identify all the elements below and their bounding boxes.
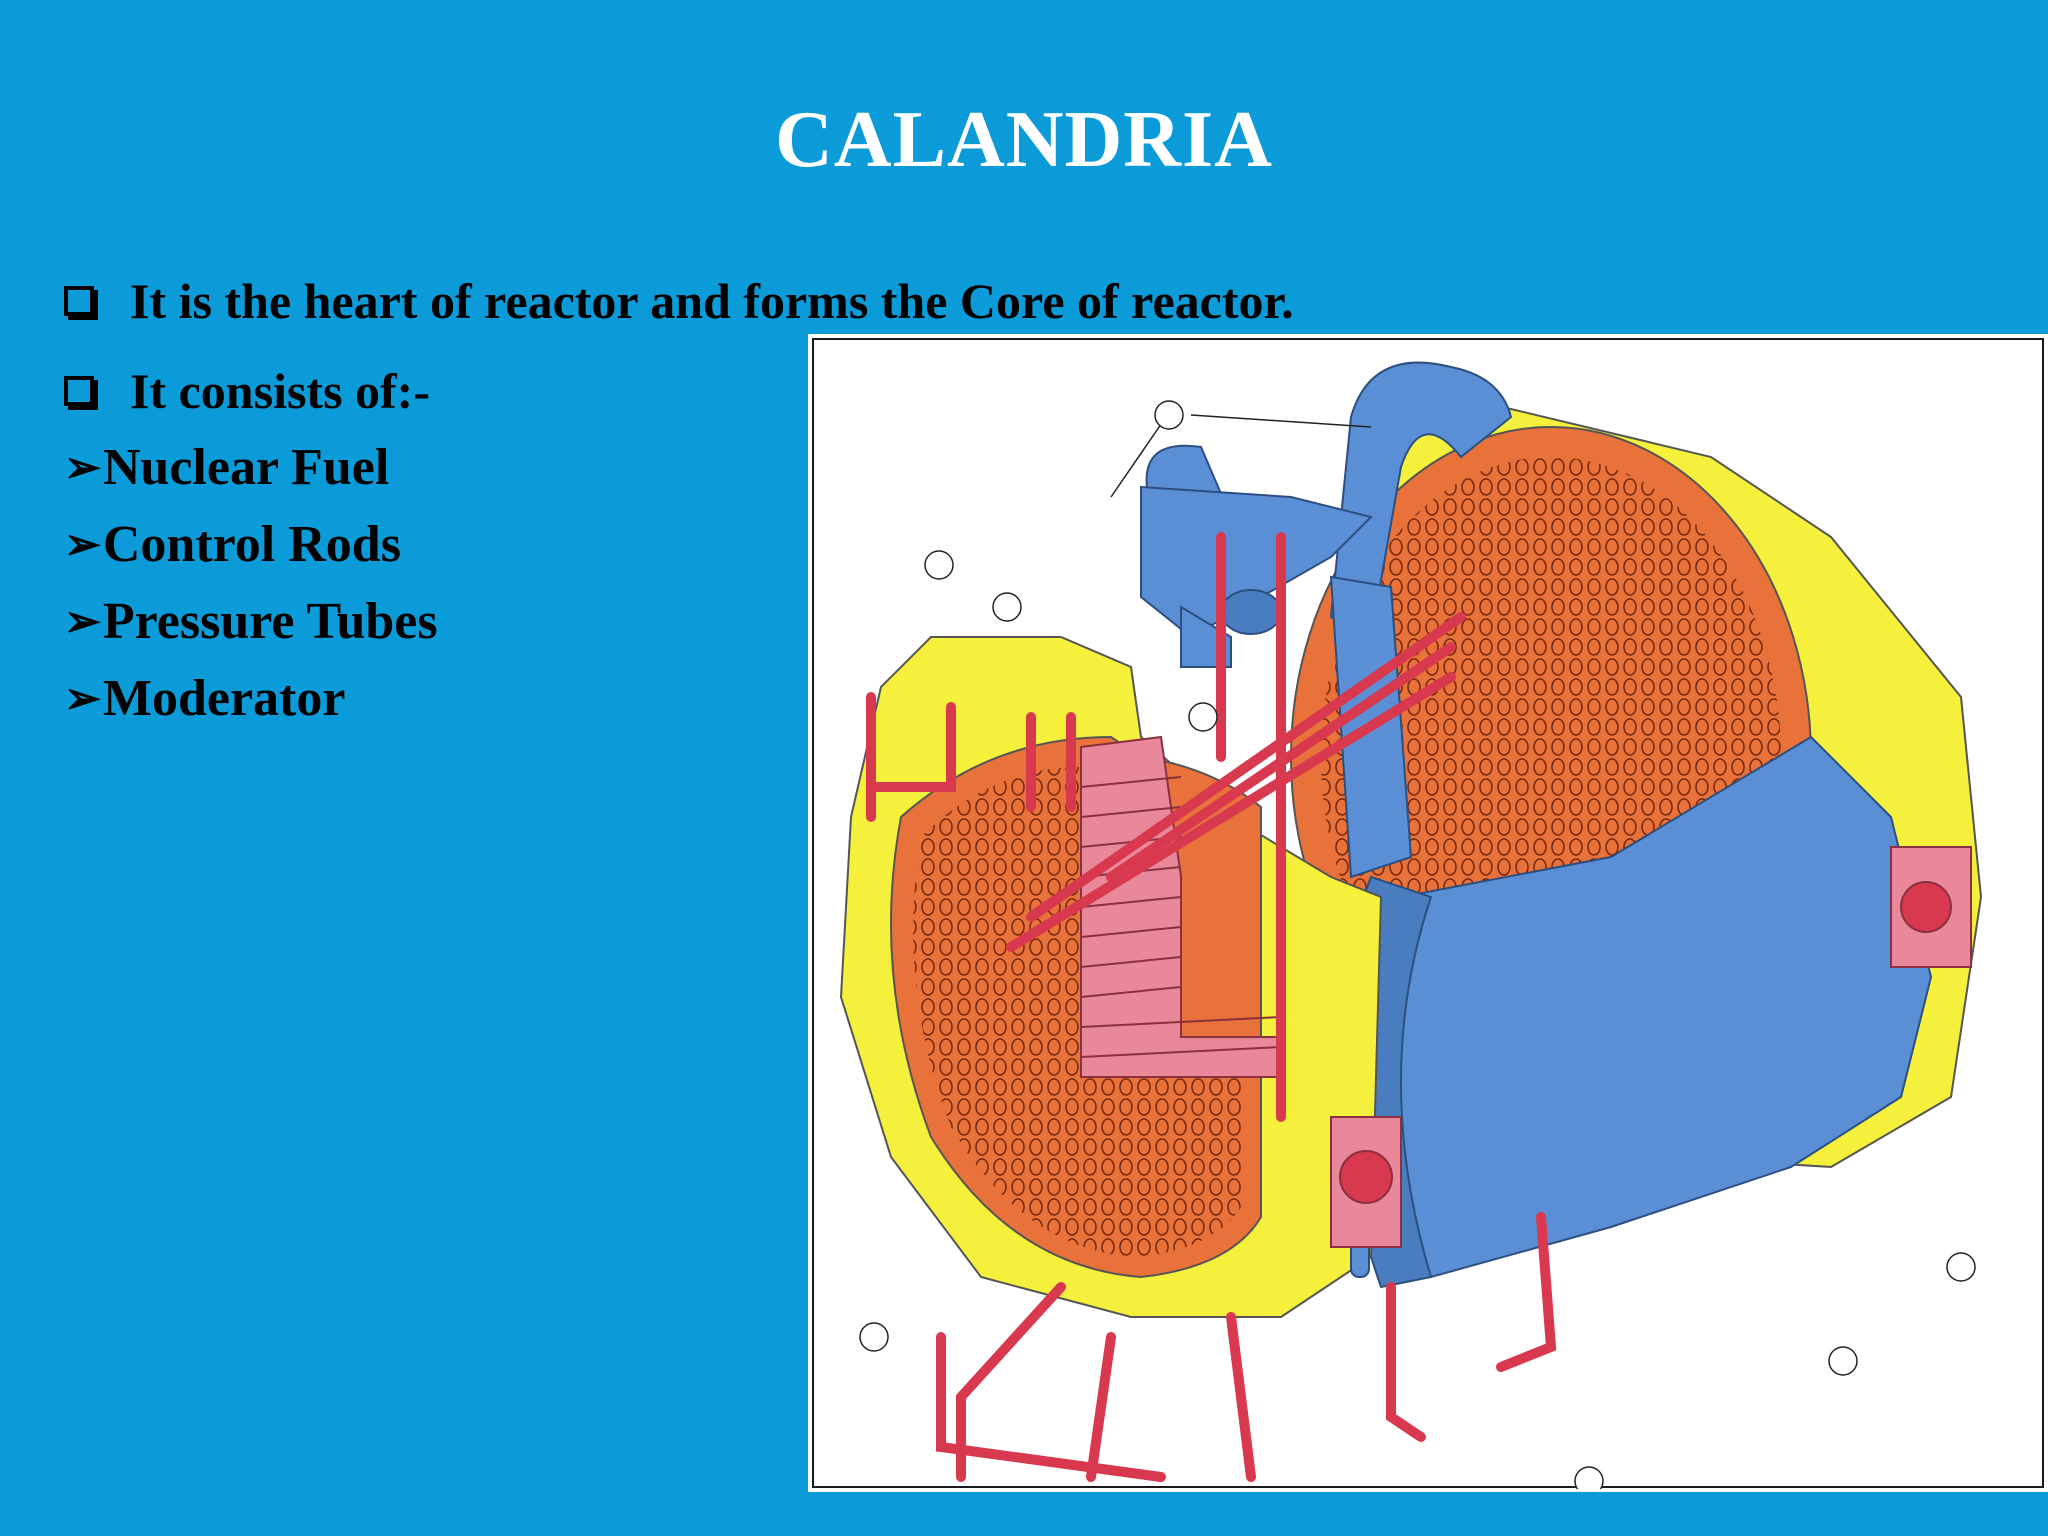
component-item: ➢ Moderator — [64, 673, 345, 725]
component-item: ➢ Pressure Tubes — [64, 596, 438, 648]
component-label: Pressure Tubes — [102, 593, 438, 650]
component-item: ➢ Control Rods — [64, 519, 401, 571]
component-label: Nuclear Fuel — [102, 439, 390, 496]
bullet-consists-of: It consists of:- — [64, 366, 430, 416]
calandria-diagram — [808, 334, 2048, 1492]
arrow-bullet-icon: ➢ — [64, 520, 101, 569]
arrow-bullet-icon: ➢ — [64, 597, 101, 646]
slide-title: CALANDRIA — [775, 96, 1273, 184]
component-label: Control Rods — [102, 516, 401, 573]
bullet-text: It consists of:- — [130, 363, 430, 419]
component-item: ➢ Nuclear Fuel — [64, 442, 389, 494]
arrow-bullet-icon: ➢ — [64, 674, 101, 723]
arrow-bullet-icon: ➢ — [64, 443, 101, 492]
checkbox-bullet-icon — [64, 376, 94, 406]
checkbox-bullet-icon — [64, 286, 94, 316]
bullet-text: It is the heart of reactor and forms the… — [130, 273, 1294, 329]
component-label: Moderator — [102, 670, 346, 727]
bullet-heart-of-reactor: It is the heart of reactor and forms the… — [64, 276, 1294, 326]
calandria-cutaway-illustration — [839, 361, 1983, 1489]
